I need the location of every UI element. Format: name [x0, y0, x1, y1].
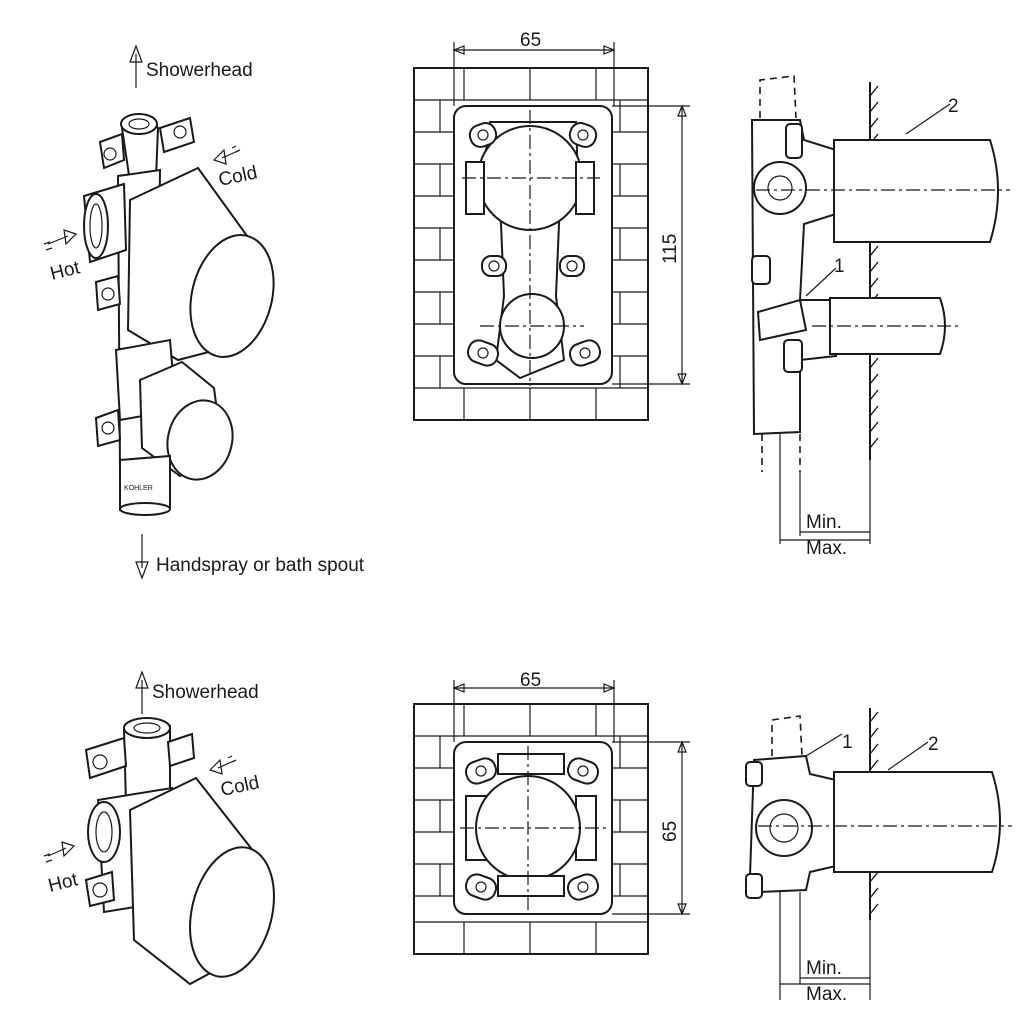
bottom-side-view: 1 2 Min. Max.: [745, 708, 1012, 1005]
bottom-cold-label: Cold: [219, 772, 262, 801]
showerhead-arrow-icon: [129, 44, 143, 88]
bottom-callout-2: 2: [928, 734, 939, 755]
bottom-front-view: 65 65: [413, 670, 690, 955]
bottom-showerhead-label: Showerhead: [152, 682, 259, 703]
top-width-dimension: 65: [520, 30, 541, 51]
cold-arrow-icon: [212, 145, 241, 165]
top-callout-1: 1: [834, 256, 845, 277]
top-max-label: Max.: [806, 538, 847, 559]
top-hot-label: Hot: [48, 257, 82, 285]
showerhead-arrow-icon: [135, 670, 149, 714]
top-min-label: Min.: [806, 512, 842, 533]
bottom-iso-valve: Showerhead Cold Hot: [43, 670, 275, 986]
top-callout-2: 2: [948, 96, 959, 117]
hot-arrow-icon: [43, 841, 76, 863]
top-iso-valve: Showerhead Cold Hot: [43, 44, 365, 580]
bottom-height-dimension: 65: [660, 821, 681, 842]
bottom-max-label: Max.: [806, 984, 847, 1005]
brand-mark: KOHLER: [124, 485, 153, 492]
top-front-view: 65 115: [413, 30, 690, 421]
top-height-dimension: 115: [660, 234, 681, 264]
cold-arrow-icon: [208, 755, 237, 775]
top-cold-label: Cold: [217, 162, 260, 191]
top-handspray-label: Handspray or bath spout: [156, 555, 365, 576]
bottom-hot-label: Hot: [46, 869, 80, 897]
top-side-view: 2 1 Min. Max.: [750, 75, 1010, 559]
hot-arrow-icon: [43, 229, 78, 251]
bottom-min-label: Min.: [806, 958, 842, 979]
top-showerhead-label: Showerhead: [146, 60, 253, 81]
bottom-width-dimension: 65: [520, 670, 541, 691]
bottom-callout-1: 1: [842, 732, 853, 753]
handspray-arrow-icon: [135, 534, 149, 580]
